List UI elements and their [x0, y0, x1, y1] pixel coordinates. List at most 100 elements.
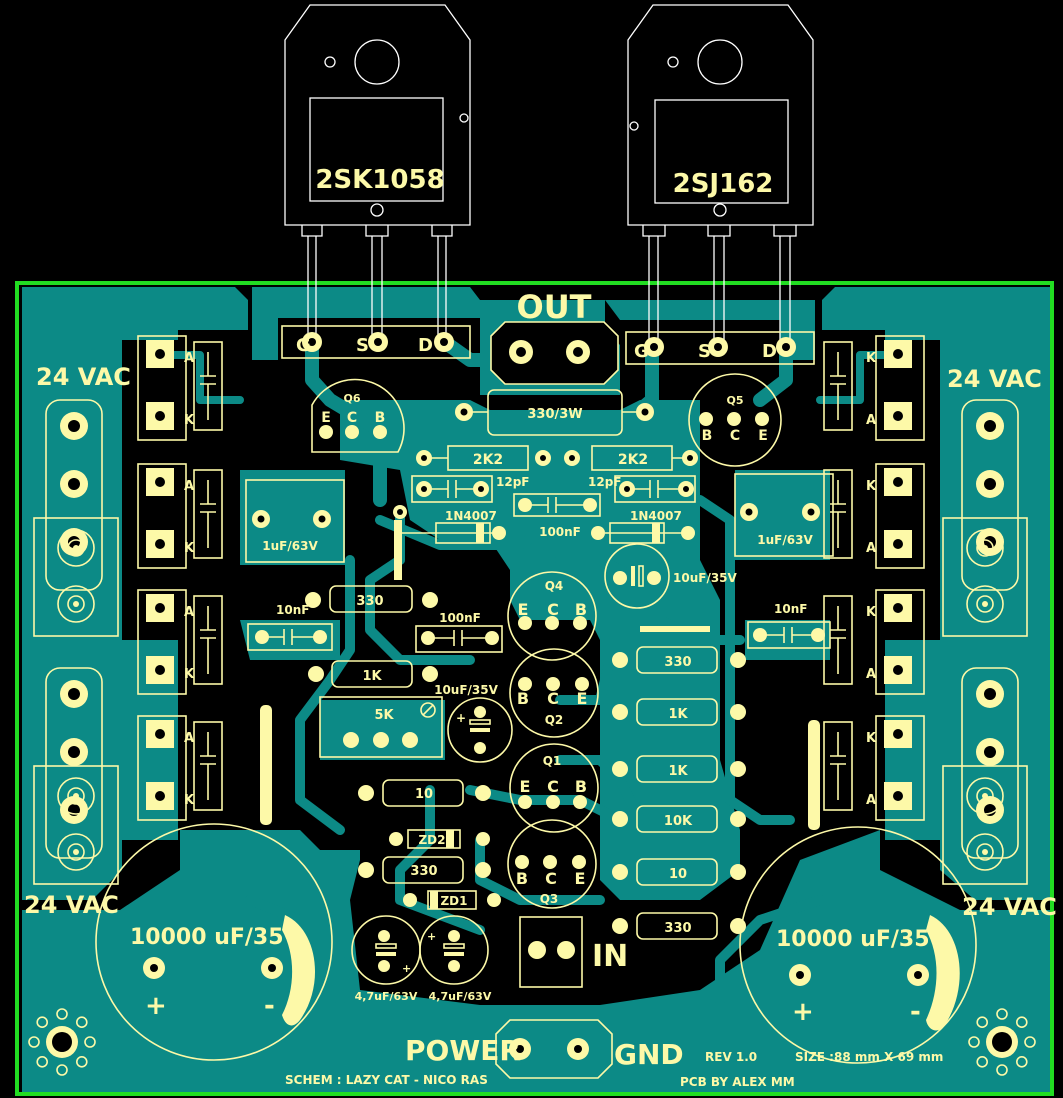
rectifier-diode-left-1: AK [137, 335, 223, 441]
copper-pour-top-left [252, 287, 480, 360]
diode-pin-label: A [866, 413, 876, 428]
trace-4 [753, 340, 793, 407]
svg-text:C: C [547, 777, 559, 796]
size-label: SIZE :88 mm X 69 mm [795, 1050, 943, 1064]
svg-text:10: 10 [669, 867, 687, 882]
die-outline [654, 99, 789, 204]
in-label: IN [592, 939, 628, 974]
diode-pin-label: A [184, 351, 194, 366]
svg-text:S: S [356, 335, 369, 356]
package-outline [627, 4, 814, 226]
svg-text:E: E [758, 428, 768, 444]
mounting-hole [697, 39, 743, 85]
svg-text:330: 330 [410, 864, 437, 879]
svg-text:Q5: Q5 [726, 394, 743, 407]
rectifier-diode-right-4: KA [823, 715, 925, 821]
resistor-1k-r1: 1K [612, 698, 746, 726]
svg-text:G: G [634, 341, 649, 362]
in-connector: IN [519, 916, 628, 988]
svg-text:ZD1: ZD1 [440, 894, 467, 908]
trace-13 [555, 755, 645, 825]
via-1-1 [1015, 1055, 1028, 1068]
svg-text:100nF: 100nF [539, 525, 581, 539]
rail-right [808, 720, 820, 830]
svg-text:10uF/35V: 10uF/35V [673, 571, 738, 585]
svg-text:Q3: Q3 [540, 892, 559, 906]
capacitor-100nf-top: 100nF [513, 493, 601, 539]
screw-terminal-left-top [33, 517, 119, 637]
rectifier-diode-right-1: KA [823, 335, 925, 441]
svg-text:4,7uF/63V: 4,7uF/63V [355, 990, 418, 1003]
svg-text:Q2: Q2 [545, 713, 564, 727]
resistor-330-r1: 330 [612, 646, 746, 674]
diode-pin-label: K [866, 605, 877, 620]
svg-text:1N4007: 1N4007 [630, 509, 682, 523]
mounting-hole-right [986, 1026, 1018, 1058]
diode-pin-label: K [184, 413, 195, 428]
diode-pin-label: A [184, 731, 194, 746]
diode-1n4007-left: 1N4007 [393, 505, 506, 544]
vac-label-bottom-right: 24 VAC [962, 893, 1057, 921]
via-1-0 [1024, 1036, 1036, 1048]
vac-label-bottom-left: 24 VAC [24, 891, 119, 919]
diode-pin-label: K [184, 667, 195, 682]
rail-left [260, 705, 272, 825]
capacitor-10uf-mid: 10uF/35V + [434, 683, 513, 763]
power-label: POWER [405, 1034, 521, 1067]
trace-18 [245, 895, 345, 1005]
svg-text:10: 10 [415, 787, 433, 802]
power-connector: POWER GND [405, 1019, 684, 1079]
svg-text:1K: 1K [362, 669, 382, 684]
svg-text:5K: 5K [374, 708, 394, 723]
transistor-q3: B C E Q3 [507, 819, 597, 909]
rev-label: REV 1.0 [705, 1050, 757, 1064]
diode-pin-label: K [866, 479, 877, 494]
transistor-q2: B C E Q2 [509, 648, 599, 738]
part-number: 2SK1058 [315, 165, 444, 195]
ac-terminals [33, 399, 1028, 885]
svg-text:100nF: 100nF [439, 611, 481, 625]
svg-text:E: E [321, 410, 331, 426]
svg-text:12pF: 12pF [496, 475, 530, 489]
capacitor-1uf-right: 1uF/63V [734, 473, 834, 557]
rectifier-diode-left-4: AK [137, 715, 223, 821]
svg-text:+: + [427, 930, 436, 943]
mounting-hole [354, 39, 400, 85]
svg-text:330/3W: 330/3W [527, 407, 582, 422]
vac-label-top-left: 24 VAC [36, 363, 131, 391]
trace-14 [156, 351, 244, 404]
capacitor-12pf-left: 12pF [411, 475, 530, 503]
svg-text:4,7uF/63V: 4,7uF/63V [429, 990, 492, 1003]
die-outline [309, 97, 444, 202]
svg-text:330: 330 [664, 655, 691, 670]
diode-pin-label: A [866, 541, 876, 556]
heavy-rails [260, 520, 820, 830]
rectifier-diode-left-3: AK [137, 589, 223, 695]
svg-text:C: C [730, 428, 740, 444]
diode-pin-label: A [184, 605, 194, 620]
svg-text:10nF: 10nF [774, 602, 807, 616]
resistor-10-a: 10 [358, 779, 491, 807]
svg-text:D: D [418, 335, 433, 356]
svg-text:S: S [698, 341, 711, 362]
pcb-credit: PCB BY ALEX MM [680, 1075, 795, 1089]
resistor-330-b: 330 [358, 856, 491, 884]
trace-1 [305, 336, 387, 507]
svg-text:Q4: Q4 [545, 579, 564, 593]
svg-text:+: + [145, 991, 167, 1021]
transistor-q5: Q5 B C E [688, 373, 782, 467]
copper-left-mid [240, 470, 445, 760]
svg-text:C: C [545, 869, 557, 888]
resistor-1k-a: 1K [308, 660, 438, 688]
svg-text:-: - [264, 991, 275, 1021]
svg-text:E: E [577, 689, 588, 708]
via-1-3 [976, 1055, 989, 1068]
svg-text:C: C [547, 689, 559, 708]
capacitor-100nf-mid: 100nF [415, 611, 503, 653]
screw-terminal-right-top [942, 517, 1028, 637]
svg-text:1N4007: 1N4007 [445, 509, 497, 523]
header-right: G S D [625, 331, 815, 365]
svg-text:+: + [402, 962, 411, 975]
